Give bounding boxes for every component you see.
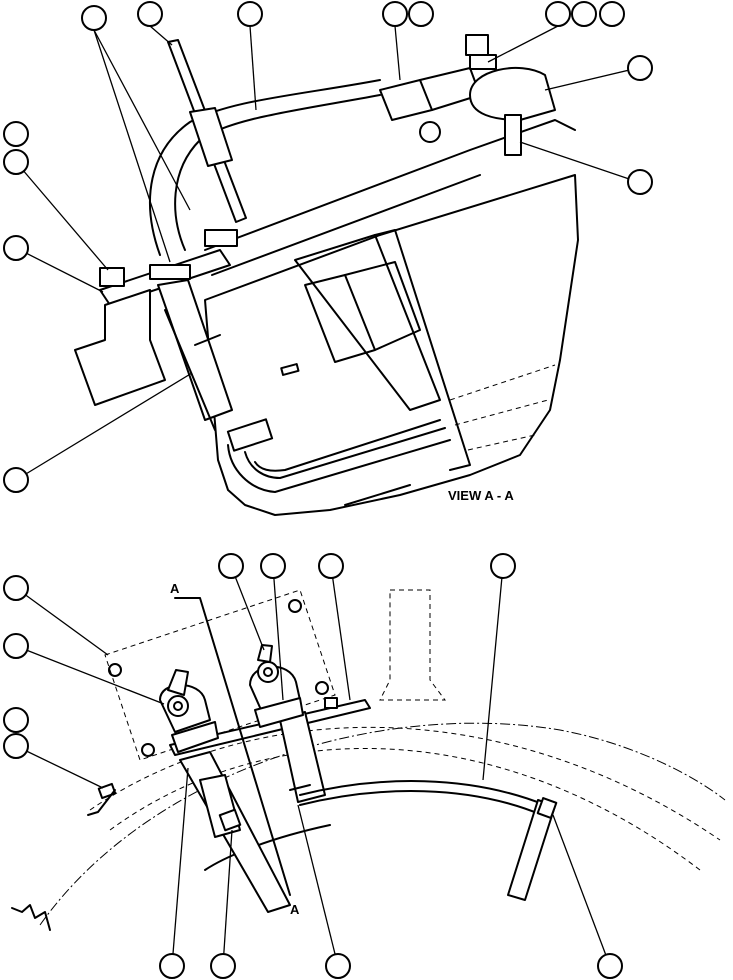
callout-bubble bbox=[597, 953, 623, 979]
callout-bubble bbox=[382, 1, 408, 27]
callout-bubble bbox=[571, 1, 597, 27]
callout-bubble bbox=[599, 1, 625, 27]
leader-lines bbox=[15, 25, 639, 967]
callout-bubble bbox=[3, 467, 29, 493]
callout-bubble bbox=[237, 1, 263, 27]
callout-bubble bbox=[260, 553, 286, 579]
lower-plan-view bbox=[11, 589, 726, 931]
callout-bubble bbox=[159, 953, 185, 979]
callout-bubble bbox=[81, 5, 107, 31]
callout-bubble bbox=[210, 953, 236, 979]
callout-bubble bbox=[318, 553, 344, 579]
callout-bubble bbox=[3, 121, 29, 147]
callout-bubble bbox=[545, 1, 571, 27]
callout-bubble bbox=[3, 149, 29, 175]
section-mark-bottom: A bbox=[290, 902, 300, 917]
section-mark-top: A bbox=[170, 581, 180, 596]
view-title: VIEW A - A bbox=[448, 488, 514, 503]
callout-bubble bbox=[408, 1, 434, 27]
view-a-a-assembly bbox=[74, 34, 579, 516]
callout-bubbles bbox=[3, 1, 653, 979]
callout-bubble bbox=[3, 633, 29, 659]
callout-bubble bbox=[3, 733, 29, 759]
callout-bubble bbox=[218, 553, 244, 579]
callout-bubble bbox=[3, 575, 29, 601]
callout-bubble bbox=[627, 169, 653, 195]
callout-bubble bbox=[137, 1, 163, 27]
callout-bubble bbox=[325, 953, 351, 979]
callout-bubble bbox=[3, 707, 29, 733]
callout-bubble bbox=[3, 235, 29, 261]
callout-bubble bbox=[627, 55, 653, 81]
callout-bubble bbox=[490, 553, 516, 579]
